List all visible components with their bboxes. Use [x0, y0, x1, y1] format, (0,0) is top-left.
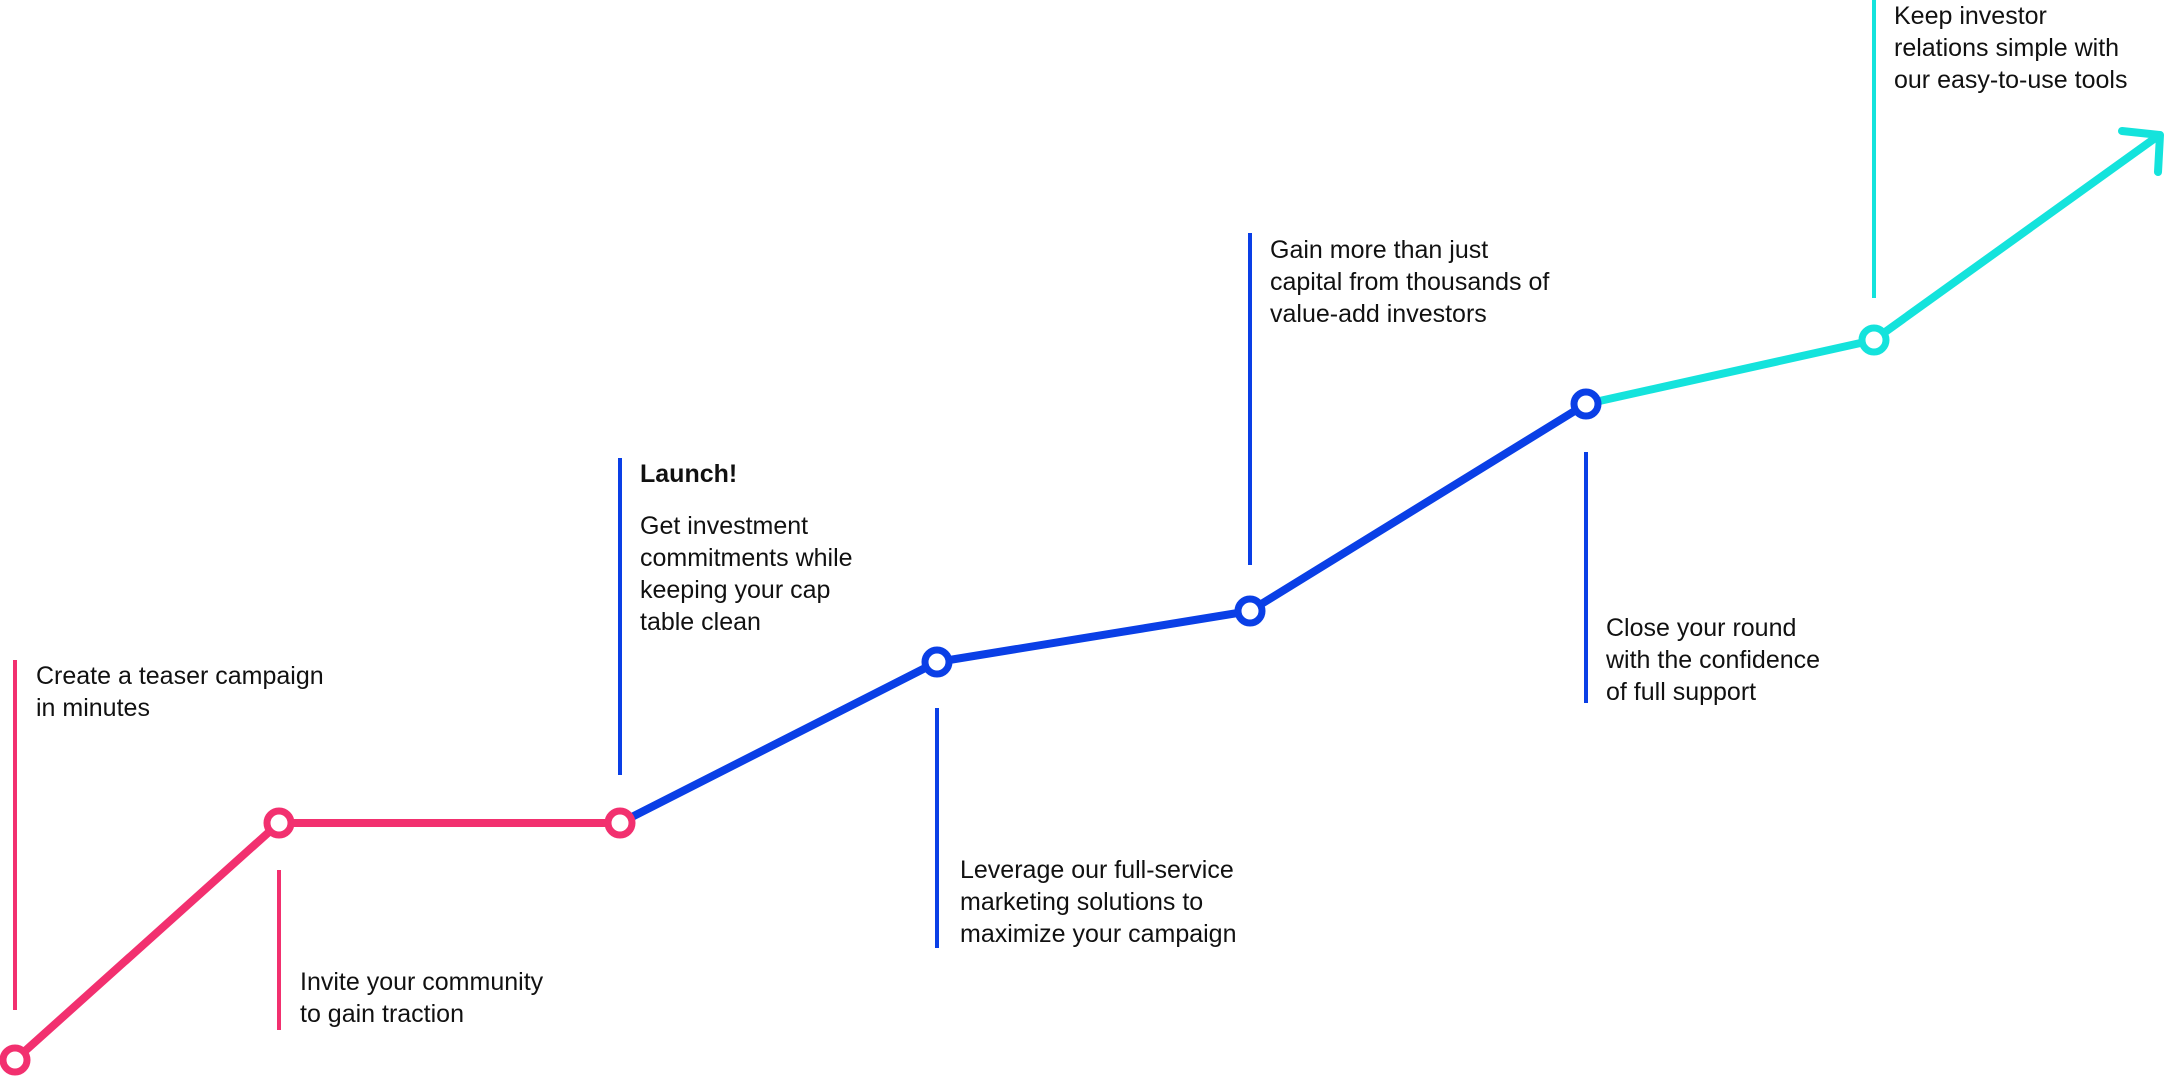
node-step-4: [921, 646, 953, 678]
step-2-label: Invite your community to gain traction: [300, 966, 543, 1030]
arrow-head-icon: [2118, 127, 2164, 176]
node-step-3: [604, 807, 636, 839]
step-1-text-line: Create a teaser campaign: [36, 662, 324, 690]
segment-1: [11, 819, 283, 1064]
step-3-text-line: keeping your cap: [640, 576, 831, 604]
node-step-6: [1570, 388, 1602, 420]
path-segments: [11, 132, 2162, 1064]
node-step-2: [263, 807, 295, 839]
step-4-text-line: marketing solutions to: [960, 888, 1204, 916]
node-step-1: [0, 1044, 31, 1076]
connector-lines: [13, 0, 1876, 1030]
step-7-text-line: our easy-to-use tools: [1894, 66, 2128, 94]
step-5-label: Gain more than just capital from thousan…: [1270, 234, 1549, 330]
step-3-text-line: Get investment: [640, 512, 809, 540]
segment-5: [1246, 400, 1590, 615]
step-3-label: Launch! Get investment commitments while…: [640, 458, 853, 638]
step-7-text-line: relations simple with: [1894, 34, 2120, 62]
step-2-text-line: Invite your community: [300, 968, 544, 996]
step-5-text-line: capital from thousands of: [1270, 268, 1550, 296]
step-5-text-line: Gain more than just: [1270, 236, 1489, 264]
step-1-label: Create a teaser campaign in minutes: [36, 660, 324, 724]
path-nodes: [0, 324, 1890, 1076]
segment-7: [1870, 132, 2162, 344]
step-2-text-line: to gain traction: [300, 1000, 464, 1028]
node-step-5: [1234, 595, 1266, 627]
step-3-text-line: commitments while: [640, 544, 853, 572]
launch-title: Launch!: [640, 460, 738, 488]
step-7-label: Keep investor relations simple with our …: [1894, 0, 2127, 96]
step-1-text-line: in minutes: [36, 694, 150, 722]
segment-3: [616, 658, 941, 827]
step-4-label: Leverage our full-service marketing solu…: [960, 854, 1237, 950]
step-4-text-line: Leverage our full-service: [960, 856, 1234, 884]
segment-4: [933, 607, 1254, 666]
step-6-text-line: of full support: [1606, 678, 1757, 706]
step-7-text-line: Keep investor: [1894, 2, 2047, 30]
step-3-text-line: table clean: [640, 608, 761, 636]
step-6-text-line: with the confidence: [1606, 646, 1821, 674]
node-step-7: [1858, 324, 1890, 356]
segment-6: [1582, 336, 1878, 408]
step-5-text-line: value-add investors: [1270, 300, 1487, 328]
step-6-label: Close your round with the confidence of …: [1606, 612, 1820, 708]
step-6-text-line: Close your round: [1606, 614, 1797, 642]
step-4-text-line: maximize your campaign: [960, 920, 1237, 948]
